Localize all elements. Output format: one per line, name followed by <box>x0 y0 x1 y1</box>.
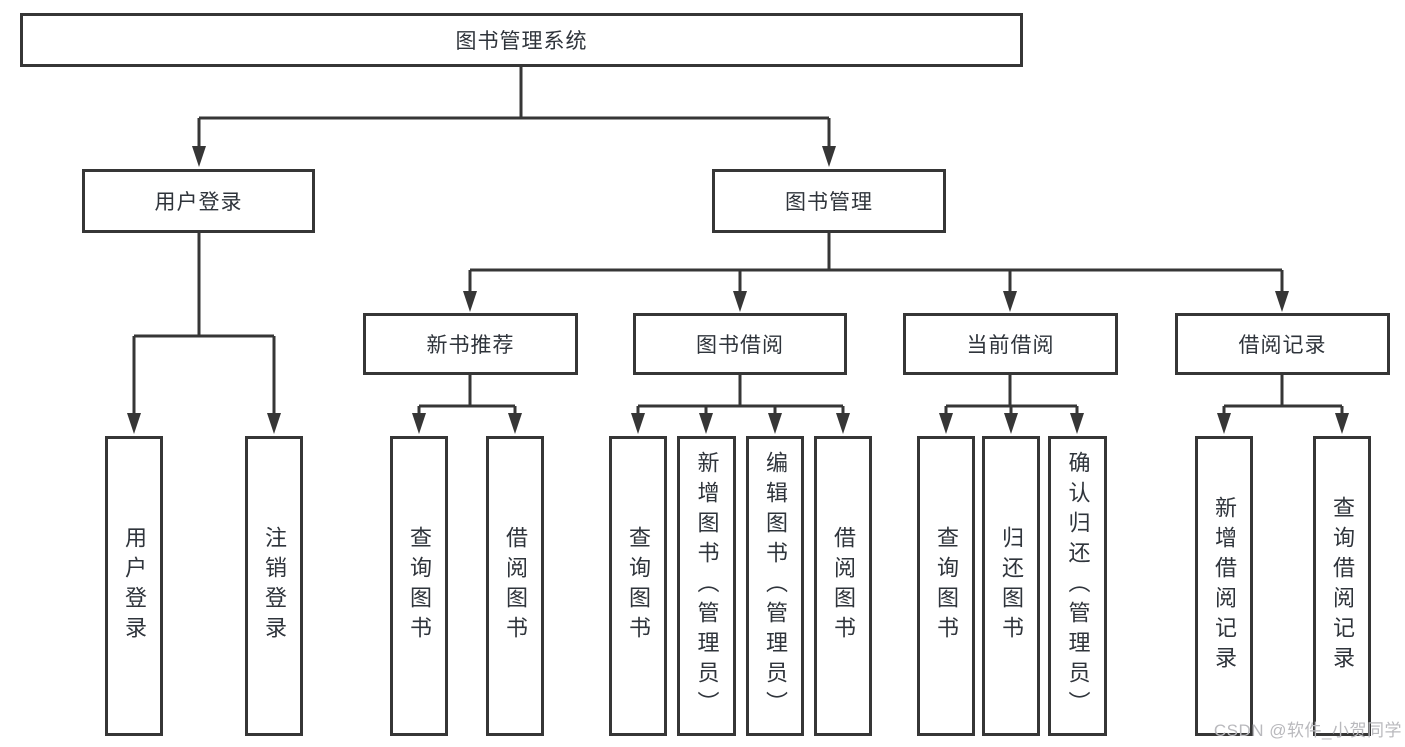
arrowhead-icon <box>939 413 953 434</box>
node-book-management-module: 图书管理 <box>712 169 946 233</box>
leaf-edit-books-admin: 编辑图书（管理员） <box>746 436 804 736</box>
arrowhead-icon <box>822 146 836 167</box>
arrowhead-icon <box>836 413 850 434</box>
leaf-recommend-query-books: 查询图书 <box>390 436 448 736</box>
leaf-add-borrow-record: 新增借阅记录 <box>1195 436 1253 736</box>
leaf-return-books: 归还图书 <box>982 436 1040 736</box>
arrowhead-icon <box>192 146 206 167</box>
node-current-borrowing: 当前借阅 <box>903 313 1118 375</box>
leaf-confirm-return-admin: 确认归还（管理员） <box>1048 436 1107 736</box>
arrowhead-icon <box>127 413 141 434</box>
arrowhead-icon <box>1070 413 1084 434</box>
leaf-borrow-books: 借阅图书 <box>814 436 872 736</box>
arrowhead-icon <box>733 291 747 312</box>
arrowhead-icon <box>1335 413 1349 434</box>
leaf-user-login: 用户登录 <box>105 436 163 736</box>
watermark: CSDN @软件_小贺同学 <box>1213 721 1402 740</box>
leaf-add-books-admin: 新增图书（管理员） <box>677 436 736 736</box>
leaf-recommend-borrow-books: 借阅图书 <box>486 436 544 736</box>
leaf-current-query-books: 查询图书 <box>917 436 975 736</box>
arrowhead-icon <box>1003 291 1017 312</box>
leaf-logout: 注销登录 <box>245 436 303 736</box>
arrowhead-icon <box>412 413 426 434</box>
arrowhead-icon <box>699 413 713 434</box>
leaf-query-borrow-record: 查询借阅记录 <box>1313 436 1371 736</box>
arrowhead-icon <box>463 291 477 312</box>
arrowhead-icon <box>631 413 645 434</box>
connector-path <box>132 67 1344 416</box>
arrowhead-icon <box>267 413 281 434</box>
node-user-login-module: 用户登录 <box>82 169 315 233</box>
node-root-system: 图书管理系统 <box>20 13 1023 67</box>
arrowhead-icon <box>1217 413 1231 434</box>
arrowhead-icon <box>768 413 782 434</box>
leaf-borrowing-query-books: 查询图书 <box>609 436 667 736</box>
node-borrowing-records: 借阅记录 <box>1175 313 1390 375</box>
node-new-book-recommend: 新书推荐 <box>363 313 578 375</box>
arrowhead-icon <box>508 413 522 434</box>
arrowhead-icon <box>1275 291 1289 312</box>
node-book-borrowing: 图书借阅 <box>633 313 847 375</box>
arrowhead-icon <box>1004 413 1018 434</box>
